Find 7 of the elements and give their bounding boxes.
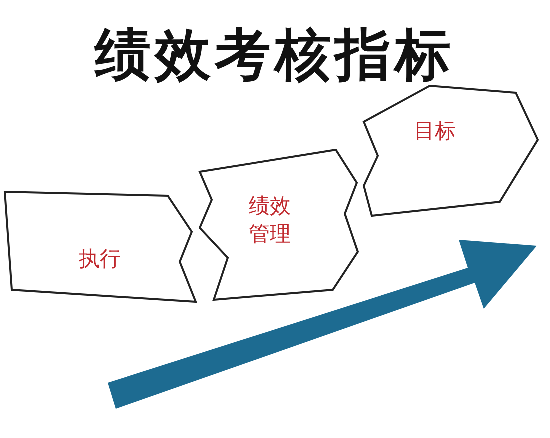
chevron-shape [198, 148, 360, 302]
chevron-shape [3, 190, 198, 304]
title: 绩效考核指标 [93, 22, 456, 90]
step-label: 目标 [413, 118, 457, 145]
step-label: 绩效管理 [248, 193, 292, 248]
step-label: 执行 [78, 246, 122, 273]
chevron-shape [361, 84, 540, 218]
